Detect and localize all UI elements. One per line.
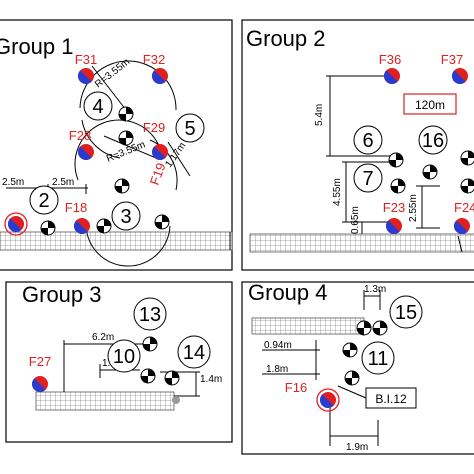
dim-14: 1.4m [200,374,222,385]
panel-group-2 [241,19,474,271]
dim-54: 5.4m [314,104,325,126]
wall-group-3 [35,391,175,411]
fixture-label-f19: F19 [147,161,169,187]
dim-065: 0.65m [350,206,361,234]
wall-group-4 [251,317,365,335]
fixture-marker-f18 [73,218,90,235]
wall-group-1 [0,231,233,251]
zone-circle-4 [83,91,113,121]
fixture-marker-f29 [151,144,168,161]
zone-label-13: 13 [139,304,161,326]
dim-line-117 [167,141,191,177]
zone-label-5: 5 [184,118,195,140]
zone-circle-16 [418,125,448,155]
group-3-title: Group 3 [22,282,102,307]
fixture-marker-f31 [77,68,94,85]
group-2-title: Group 2 [246,26,326,51]
zone-label-11: 11 [368,348,389,370]
fixture-marker-f36 [383,68,400,85]
fixture-label-f31: F31 [75,52,97,67]
fixture-marker-f32 [151,68,168,85]
dim-18: 1.8m [266,364,288,375]
radius-line-2 [103,135,157,159]
fixture-marker-f28 [77,144,94,161]
fixture-label-f36: F36 [379,52,401,67]
zone-circle-14 [177,335,211,369]
dim-19: 1.9m [346,442,368,453]
zone-circle-11 [361,341,395,375]
dim-455: 4.55m [332,178,343,206]
panel-group-3 [5,281,233,443]
zone-label-10: 10 [113,346,135,368]
dim-255: 2.55m [408,194,419,222]
zone-label-15: 15 [395,302,417,324]
reach-arc-upper-left [81,119,121,159]
group-4-title: Group 4 [248,280,328,305]
radius-line-1 [91,65,127,111]
fixture-label-f18: F18 [65,200,87,215]
fixture-label-f28: F28 [69,128,91,143]
fixture-marker-f23 [385,218,402,235]
zone-circle-13 [133,297,167,331]
zone-circle-7 [353,163,383,193]
wall-group-2 [249,233,474,253]
reach-arc-right [149,139,178,191]
fixture-marker-f24 [453,218,470,235]
zone-label-3: 3 [120,206,131,228]
box-bi12-label: B.I.12 [375,392,407,406]
wall-end-marker [172,396,180,404]
zone-circle-5 [175,113,205,143]
zone-label-16: 16 [422,130,444,152]
panel-group-4 [241,281,474,455]
zone-label-7: 7 [362,168,373,190]
dim-radius-1: R=3.55m [93,57,132,91]
zone-label-2: 2 [38,190,49,212]
zone-label-4: 4 [92,96,103,118]
reach-arc-upper [79,60,177,111]
fixture-label-f27: F27 [29,354,51,369]
dim-094: 0.94m [264,340,292,351]
fixture-marker-f27 [31,376,48,393]
reach-arc-lower [74,119,161,181]
zone-label-14: 14 [183,342,205,364]
fixture-label-f16: F16 [285,380,307,395]
leader-bi12 [337,385,367,399]
zone-circle-6 [353,125,383,155]
box-120m-label: 120m [415,98,445,112]
fixture-label-f24: F24 [454,200,474,215]
fixture-marker-f7 [4,212,28,236]
dim-25-b: 2.5m [52,177,74,188]
dim-13: 1.3m [364,284,386,295]
zone-circle-3 [111,201,141,231]
zone-circle-2 [29,185,59,215]
box-120m [403,93,457,115]
fixture-marker-f16 [316,388,340,412]
zone-circle-10 [107,339,141,373]
box-bi12 [365,387,417,409]
fixture-marker-f37 [451,68,468,85]
dim-62: 6.2m [92,332,114,343]
panel-group-1 [0,19,233,271]
group-1-title: Group 1 [0,34,74,59]
zone-label-6: 6 [362,130,373,152]
zone-circle-15 [389,295,423,329]
fixture-label-f23: F23 [383,200,405,215]
fixture-label-f37: F37 [441,52,463,67]
dim-25-a: 2.5m [2,177,24,188]
fixture-label-f32: F32 [143,52,165,67]
fixture-label-f29: F29 [143,120,165,135]
sensor-markers [40,106,474,386]
reach-arc-bottom [85,221,171,267]
